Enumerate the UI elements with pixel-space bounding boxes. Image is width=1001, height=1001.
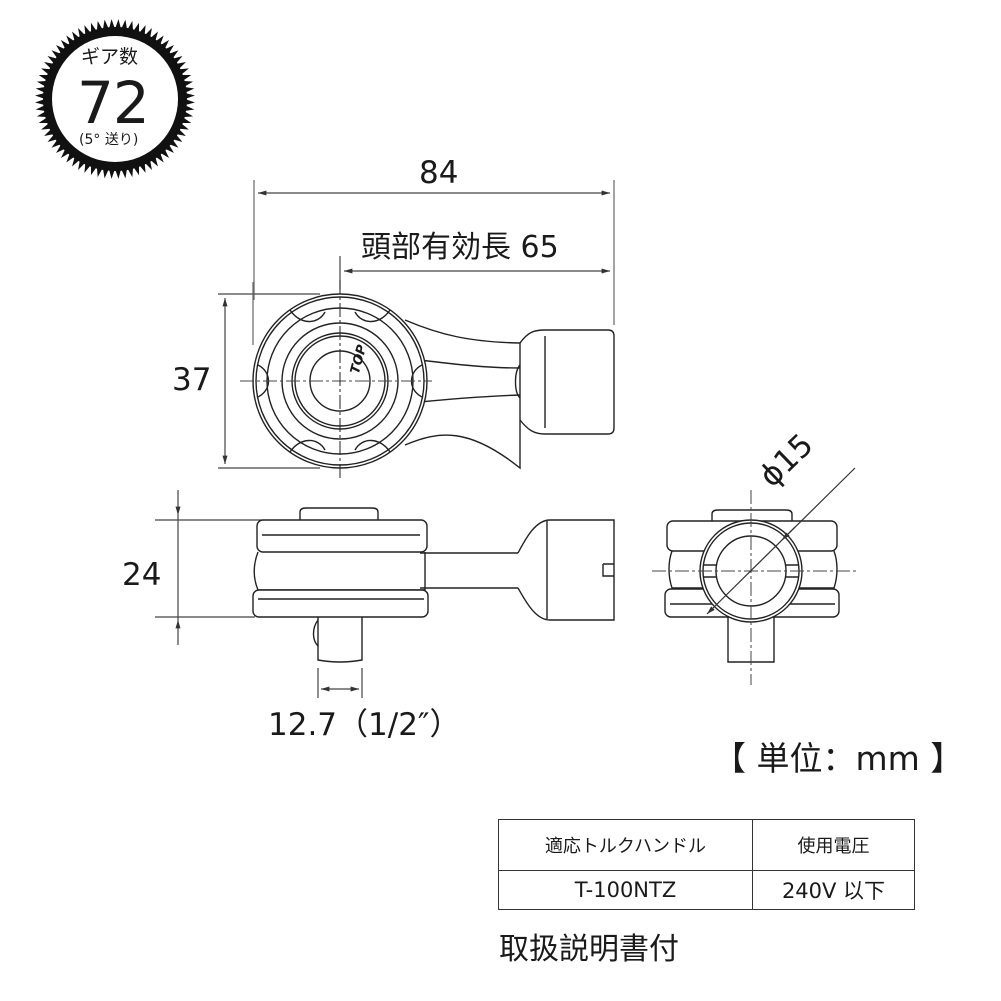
top-view-drawing xyxy=(218,180,615,480)
gear-count-label: ギア数 xyxy=(81,46,139,68)
unit-label: 【 単位：mm 】 xyxy=(713,739,964,778)
overall-length-dimension: 84 xyxy=(419,155,459,191)
gear-count-value: 72 xyxy=(77,69,150,137)
spec-table: 適応トルクハンドル 使用電圧 T-100NTZ 240V 以下 xyxy=(498,819,915,910)
head-height-dimension: 24 xyxy=(122,557,162,593)
head-width-dimension: 37 xyxy=(172,362,212,398)
gear-step-note: (5° 送り) xyxy=(79,132,139,148)
cell-handle-model: T-100NTZ xyxy=(498,870,753,910)
spec-table-header-row: 適応トルクハンドル 使用電圧 xyxy=(498,819,915,871)
header-voltage: 使用電圧 xyxy=(752,819,915,871)
drive-size-dimension: 12.7（1/2″） xyxy=(268,707,461,743)
head-effective-length-dimension: 頭部有効長 65 xyxy=(361,230,559,265)
gear-badge-icon xyxy=(35,19,195,179)
manual-included-note: 取扱説明書付 xyxy=(499,932,679,967)
side-view-drawing xyxy=(155,490,615,698)
cell-voltage: 240V 以下 xyxy=(752,870,915,910)
front-view-drawing xyxy=(652,467,858,685)
header-compatible-handle: 適応トルクハンドル xyxy=(498,819,753,871)
table-row: T-100NTZ 240V 以下 xyxy=(498,870,915,910)
